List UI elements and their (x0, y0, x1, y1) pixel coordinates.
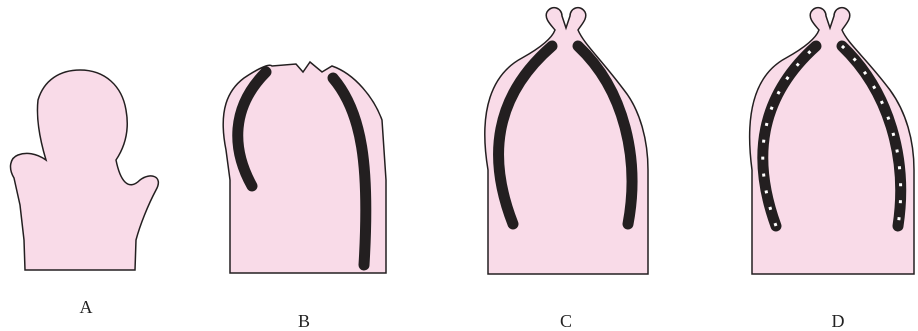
panel-a-label: A (80, 297, 93, 317)
panel-d-tissue (750, 8, 914, 274)
panel-d: D (750, 8, 914, 331)
panel-c-label: C (560, 311, 572, 331)
panel-a: A (11, 70, 159, 317)
panel-b: B (223, 62, 386, 331)
panel-d-label: D (832, 311, 845, 331)
panel-b-label: B (298, 311, 310, 331)
panel-a-tissue (11, 70, 159, 270)
panel-c: C (485, 8, 648, 331)
